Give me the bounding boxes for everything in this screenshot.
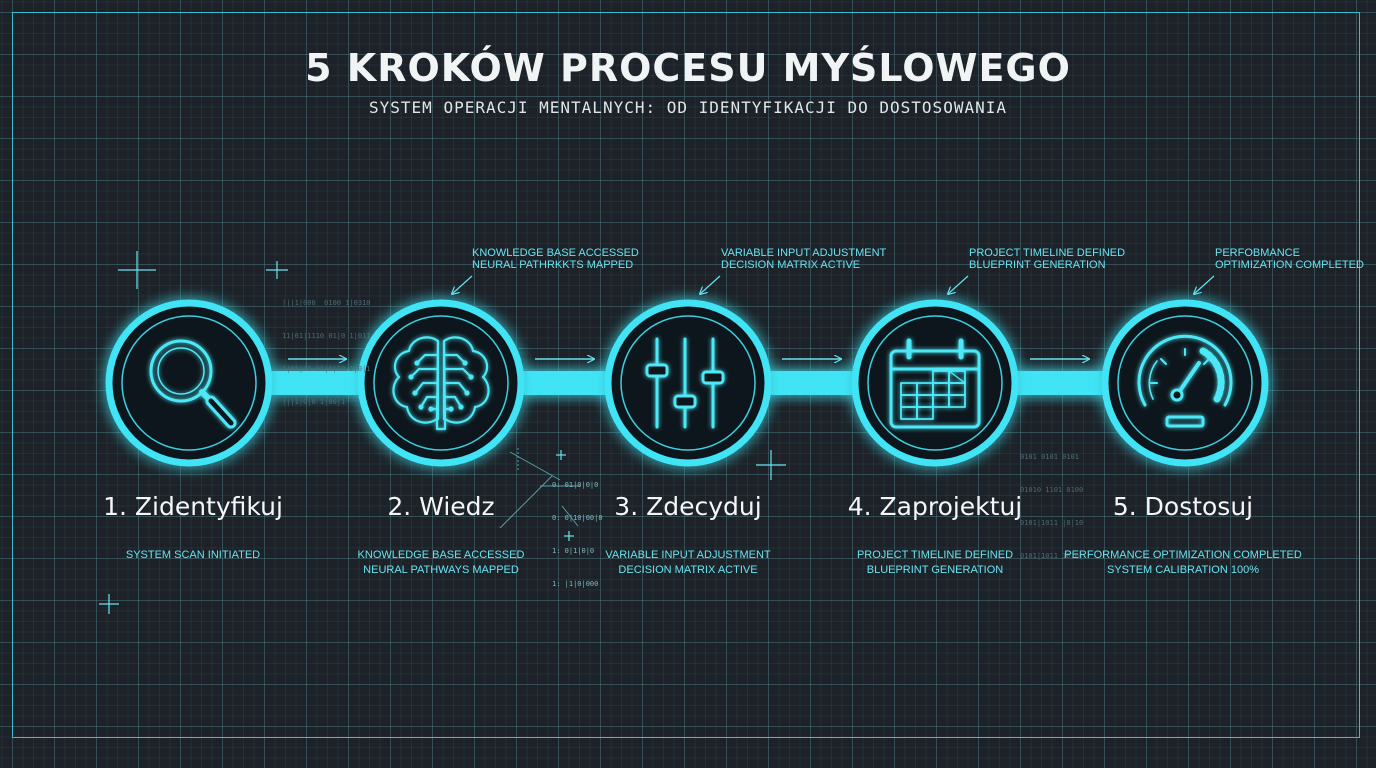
crosshair-icon — [266, 261, 288, 279]
binary-decor-2: 0: 01|0|0|0 0: 0|10|00|0 1: 0|1|0|0 1: |… — [552, 481, 603, 588]
step-circle-1 — [105, 299, 273, 467]
gauge-icon — [1137, 334, 1233, 428]
annotation-pointer — [948, 275, 969, 294]
step-3-annotation: VARIABLE INPUT ADJUSTMENT DECISION MATRI… — [721, 247, 887, 271]
page-subtitle: SYSTEM OPERACJI MENTALNYCH: OD IDENTYFIK… — [369, 98, 1007, 117]
annotation-pointer — [452, 275, 473, 294]
step-desc-2: KNOWLEDGE BASE ACCESSED NEURAL PATHWAYS … — [357, 549, 525, 576]
step-2-annotation: KNOWLEDGE BASE ACCESSED NEURAL PATHRKKTS… — [472, 247, 639, 271]
connector-bars — [270, 371, 1113, 395]
calendar-icon — [889, 338, 981, 429]
step-5-annotation: PERFOBMANCE OPTIMIZATION COMPLETED — [1215, 247, 1364, 271]
annotation-pointers — [452, 275, 1215, 294]
annotation-pointer — [1194, 275, 1215, 294]
step-title-5: 5. Dostosuj — [1112, 492, 1254, 521]
step-desc-1: SYSTEM SCAN INITIATED — [125, 549, 261, 561]
magnifier-icon — [149, 339, 237, 429]
step-circle-3 — [604, 299, 772, 467]
page-title: 5 KROKÓW PROCESU MYŚLOWEGO — [305, 46, 1071, 90]
step-desc-3: VARIABLE INPUT ADJUSTMENT DECISION MATRI… — [605, 549, 771, 576]
connector-bar-4-5 — [1013, 371, 1113, 395]
brain-icon — [392, 336, 490, 431]
step-circles — [105, 299, 1269, 467]
crosshair-icon — [564, 531, 574, 541]
connector-bar-2-3 — [518, 371, 618, 395]
sketch-lines — [499, 448, 580, 529]
connector-bar-3-4 — [765, 371, 865, 395]
step-title-3: 3. Zdecyduj — [614, 492, 762, 521]
crosshair-icon — [99, 594, 119, 614]
step-desc-4: PROJECT TIMELINE DEFINED BLUEPRINT GENER… — [856, 549, 1014, 576]
binary-decor-1: |||1|000 0100 1|0310 11|01|1110 01|0 1|0… — [282, 299, 371, 406]
step-circle-2 — [357, 299, 525, 467]
step-title-1: 1. Zidentyfikuj — [103, 492, 283, 521]
connector-bar-1-2 — [270, 371, 370, 395]
binary-decor-3: 0101 0101 0101 01010 1101 0100 0101|1011… — [1020, 453, 1084, 560]
crosshair-icon — [118, 251, 156, 289]
step-desc-5: PERFORMANCE OPTIMIZATION COMPLETED SYSTE… — [1064, 549, 1302, 576]
step-4-annotation: PROJECT TIMELINE DEFINED BLUEPRINT GENER… — [969, 247, 1126, 271]
crosshair-icon — [556, 450, 566, 460]
crosshair-icon — [756, 450, 786, 480]
annotation-pointer — [700, 275, 721, 294]
crosshair-decorations — [99, 251, 786, 614]
sliders-icon — [645, 337, 725, 429]
step-title-4: 4. Zaprojektuj — [847, 492, 1023, 521]
step-title-2: 2. Wiedz — [387, 492, 495, 521]
